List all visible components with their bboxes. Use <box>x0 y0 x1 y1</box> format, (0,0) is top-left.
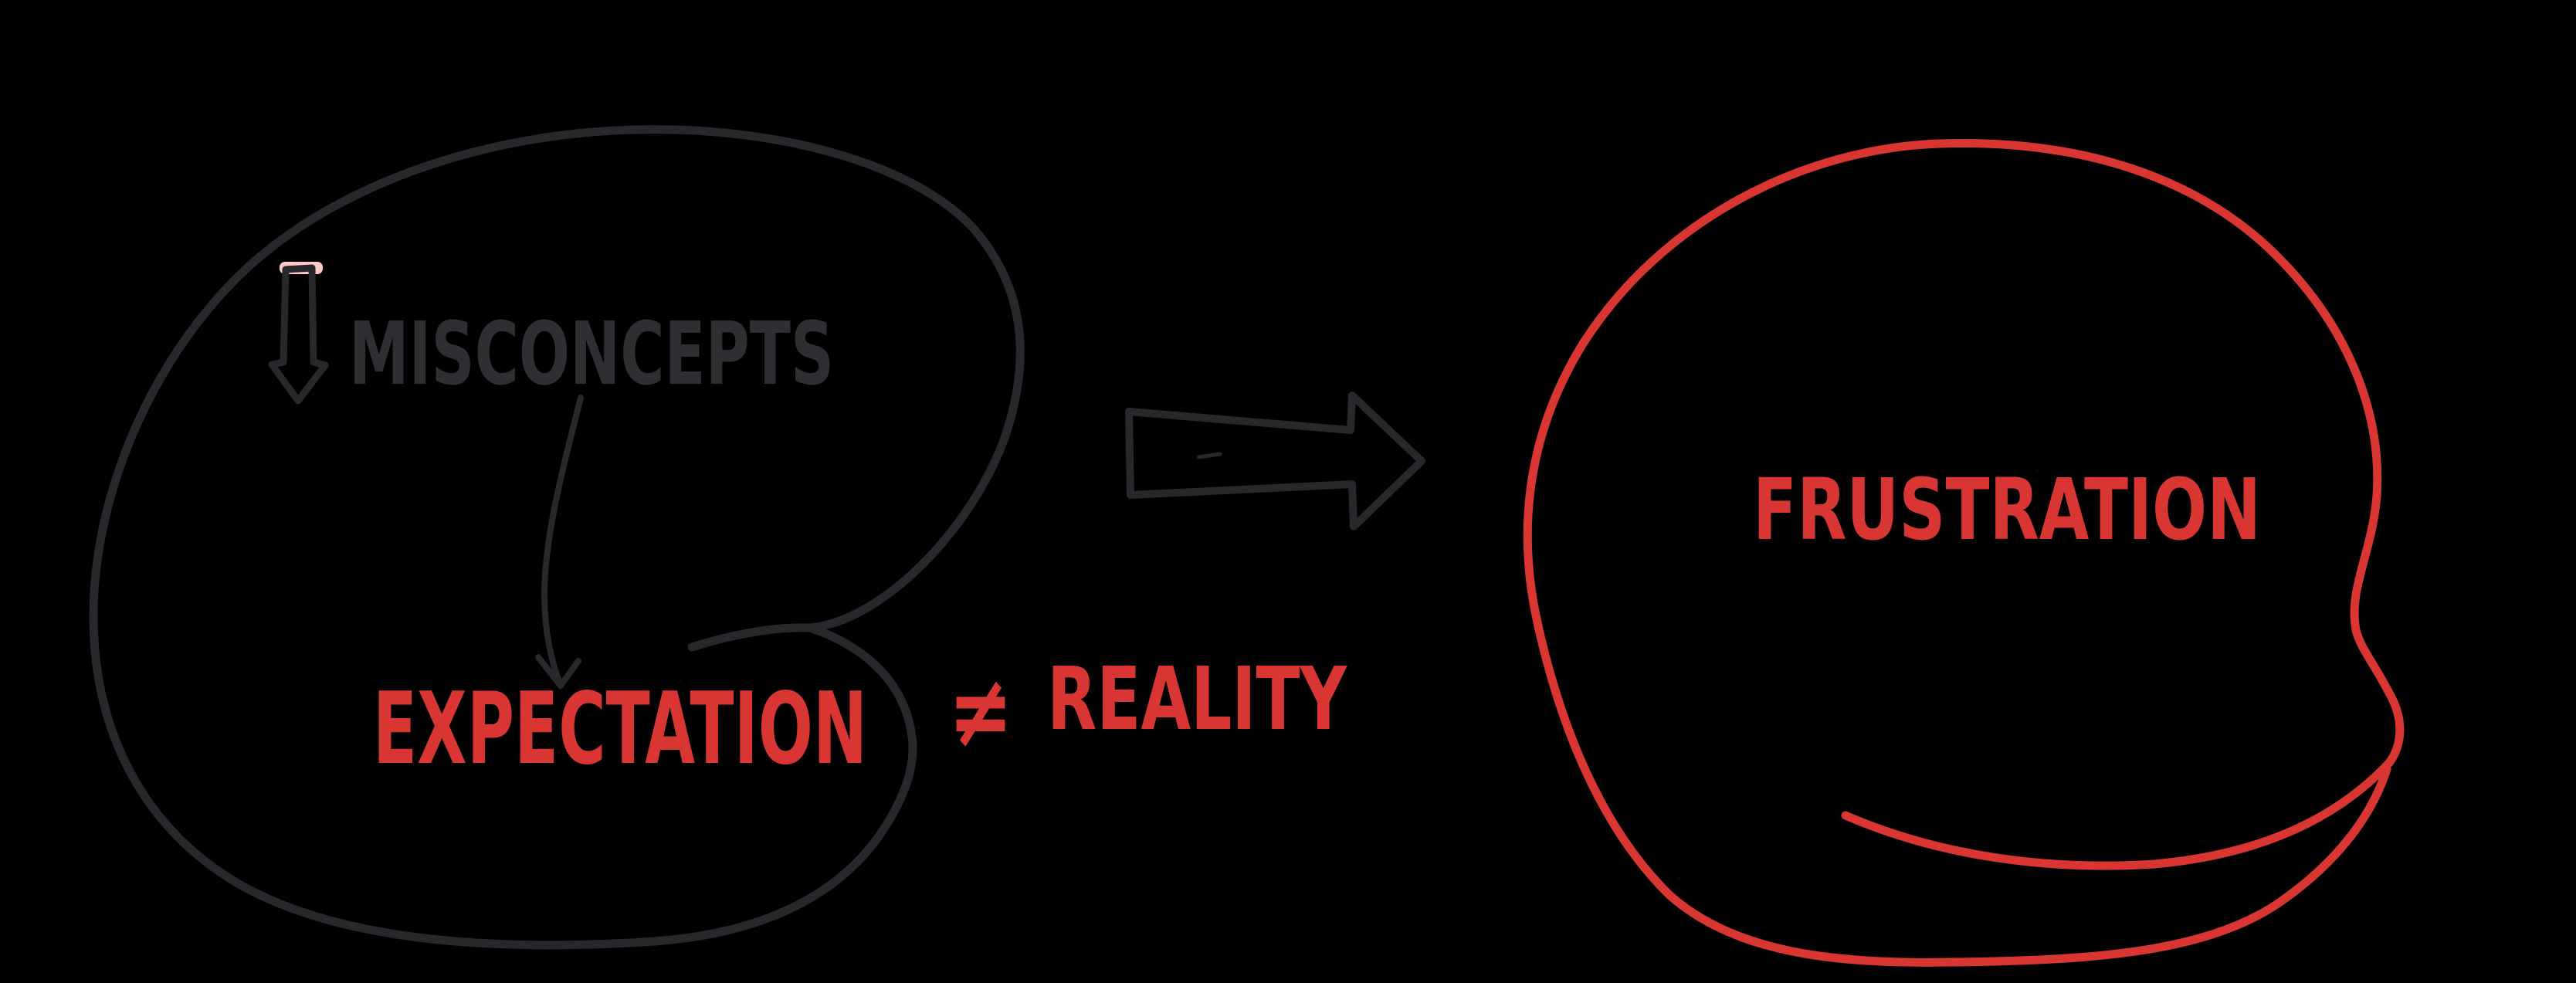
right-arrow-icon <box>1125 392 1425 530</box>
down-arrow-icon <box>268 262 329 405</box>
misconcepts-label: MISCONCEPTS <box>349 304 834 405</box>
arrow-fill-scribble <box>1196 452 1222 459</box>
not-equal-symbol: ≠ <box>948 652 1013 771</box>
right-cloud-outline <box>1523 139 2405 967</box>
reality-label: REALITY <box>1047 649 1347 750</box>
expectation-label: EXPECTATION <box>373 672 867 787</box>
curved-arrow-icon <box>535 395 584 689</box>
frustration-label: FRUSTRATION <box>1753 460 2261 559</box>
left-cloud-outline <box>89 125 1025 950</box>
